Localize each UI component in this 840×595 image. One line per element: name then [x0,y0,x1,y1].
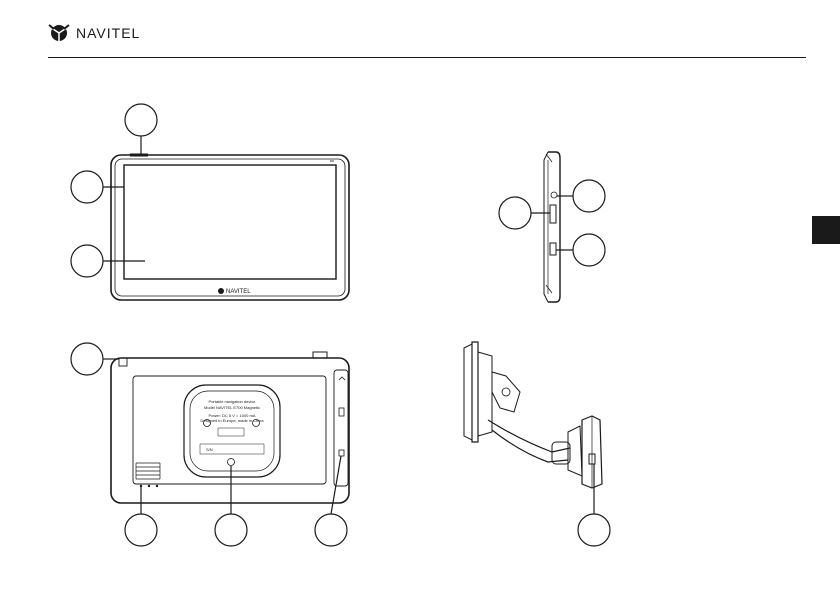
callout-7 [314,513,348,547]
brand-name: NAVITEL [76,25,141,41]
header-rule [48,57,806,58]
speaker-grille [135,462,161,480]
back-sn-label: S/N [206,447,213,452]
front-navitel-icon [218,288,224,294]
front-bezel-logo: NAVITEL [226,289,251,295]
callout-9 [498,196,532,230]
front-view [70,103,350,301]
back-label-line-1: Portable navigation device [209,399,257,404]
back-label-line-4: Designed in Europe, made in China [200,418,264,423]
navitel-logo: NAVITEL [48,22,140,44]
callout-10 [572,233,606,267]
callout-5 [124,513,158,547]
callout-3 [70,244,104,278]
back-label-line-3: Power: DC 5 V = 1000 mA [208,413,255,418]
callout-8 [572,179,606,213]
back-view [70,342,350,547]
callout-1 [124,103,158,137]
mount-view [463,341,611,547]
page-header: NAVITEL [0,0,840,60]
callout-4 [70,342,104,376]
side-view [498,151,606,303]
callout-2 [70,170,104,204]
callout-6 [214,513,248,547]
section-tab [812,216,840,244]
navitel-emblem-icon [48,24,70,42]
callout-11 [577,513,611,547]
back-label-line-2: Model NAVITEL E700 Magnetic [204,405,260,410]
